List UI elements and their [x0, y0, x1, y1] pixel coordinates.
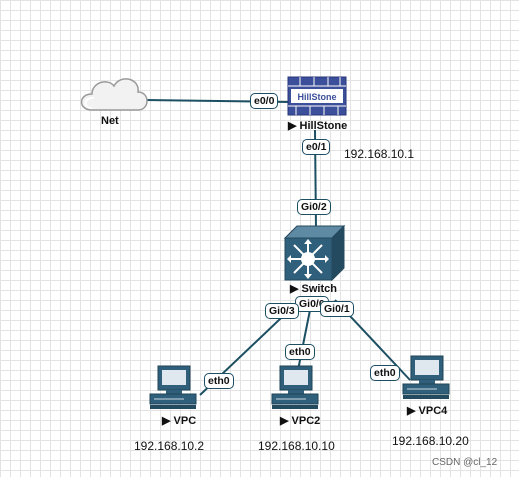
computer-icon[interactable] — [149, 365, 197, 409]
firewall-brand-text: HillStone — [297, 92, 336, 102]
cloud-icon[interactable] — [80, 78, 148, 111]
port-fw-e01[interactable]: e0/1 — [302, 139, 331, 155]
vpc1-ip-label: 192.168.10.2 — [134, 439, 205, 453]
watermark: CSDN @cl_12 — [432, 457, 498, 468]
vpc2-label: ▶ VPC2 — [280, 415, 321, 427]
computer-icon[interactable] — [271, 365, 319, 409]
port-vpc1-eth0[interactable]: eth0 — [204, 373, 234, 389]
vpc2-ip-label: 192.168.10.10 — [258, 439, 335, 453]
port-sw-gi03[interactable]: Gi0/3 — [265, 303, 299, 319]
vpc1-label: ▶ VPC — [162, 415, 197, 427]
computer-icon[interactable] — [402, 355, 450, 399]
net-label: Net — [101, 115, 119, 127]
vpc4-label: ▶ VPC4 — [407, 405, 448, 417]
firewall-ip-label: 192.168.10.1 — [344, 147, 415, 161]
port-vpc4-eth0[interactable]: eth0 — [370, 365, 400, 381]
port-sw-gi01[interactable]: Gi0/1 — [320, 301, 354, 317]
firewall-label: ▶ HillStone — [288, 120, 348, 132]
switch-label: ▶ Switch — [290, 283, 337, 295]
port-sw-gi02[interactable]: Gi0/2 — [297, 199, 331, 215]
layer3-switch-icon[interactable] — [283, 224, 346, 282]
vpc4-ip-label: 192.168.10.20 — [392, 434, 469, 448]
port-fw-e00[interactable]: e0/0 — [250, 93, 279, 109]
firewall-icon[interactable]: HillStone — [287, 76, 347, 116]
port-vpc2-eth0[interactable]: eth0 — [285, 344, 315, 360]
